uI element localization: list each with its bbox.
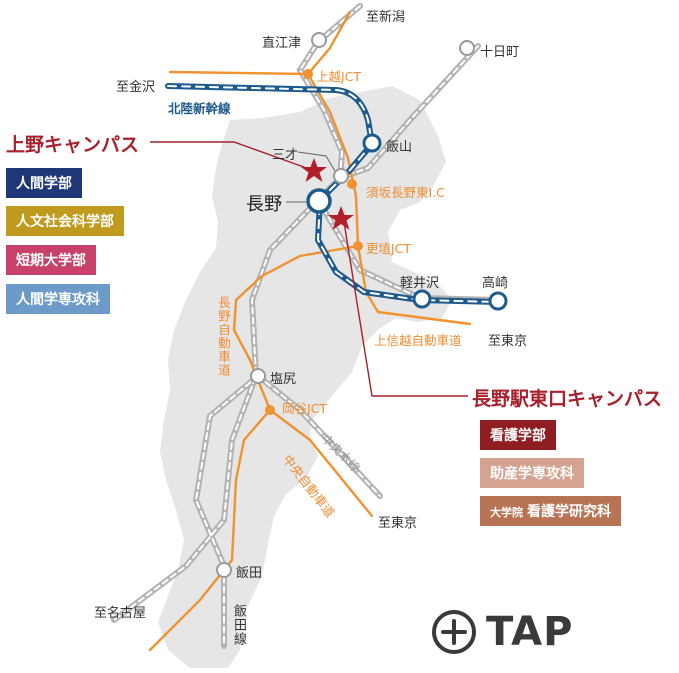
east-dept-nursing[interactable]: 看護学部 xyxy=(480,420,556,450)
label-iida: 飯田 xyxy=(236,566,263,581)
karuizawa-station-marker xyxy=(412,289,432,309)
label-iiyama: 飯山 xyxy=(386,140,413,155)
suzaka-ic-dot xyxy=(347,179,357,189)
ueno-dept-humanities-social-sciences[interactable]: 人文社会科学部 xyxy=(6,206,124,236)
ueno-dept-human-studies[interactable]: 人間学部 xyxy=(6,168,82,198)
tap-label: TAP xyxy=(486,609,574,655)
label-suzaka-ic: 須坂長野東I.C xyxy=(366,185,445,200)
hokuriku-shinkansen-line xyxy=(165,83,501,305)
label-nagano: 長野 xyxy=(246,194,282,215)
ueno-campus-title[interactable]: 上野キャンパス xyxy=(6,134,140,156)
campus-star-markers xyxy=(301,158,354,230)
label-shin-niigata: 至新潟 xyxy=(366,10,406,25)
prefecture-shape xyxy=(158,86,452,668)
tokamachi-station-marker xyxy=(459,40,475,56)
label-nagano-expressway: 長野自動車道 xyxy=(216,296,231,377)
junction-dots xyxy=(265,69,363,415)
iiyama-station-marker xyxy=(362,133,382,153)
plus-circle-icon xyxy=(432,610,476,654)
label-shiojiri: 塩尻 xyxy=(270,372,297,387)
tap-button[interactable]: TAP xyxy=(430,606,573,658)
okaya-jct-dot xyxy=(265,405,275,415)
iida-station-marker xyxy=(216,562,232,578)
campus-leader-lines xyxy=(150,141,468,397)
takasaki-station-marker xyxy=(488,291,508,311)
nagano-east-campus-title[interactable]: 長野駅東口キャンパス xyxy=(472,388,663,410)
label-joetsu-jct: 上越JCT xyxy=(316,69,362,84)
ueno-dept-human-studies-advanced[interactable]: 人間学専攻科 xyxy=(6,284,110,314)
nagano-station-marker xyxy=(306,188,332,214)
label-iida-line: 飯田線 xyxy=(231,604,246,646)
east-dept-graduate-nursing[interactable]: 大学院看護学研究科 xyxy=(480,496,621,526)
rail-lines xyxy=(111,3,501,649)
graduate-prefix: 大学院 xyxy=(490,506,523,519)
label-karuizawa: 軽井沢 xyxy=(400,276,440,291)
sansai-station-marker xyxy=(333,168,349,184)
label-to-tokyo-1: 至東京 xyxy=(488,334,528,349)
label-okaya-jct: 岡谷JCT xyxy=(282,401,328,416)
label-kanazawa: 至金沢 xyxy=(116,80,156,95)
station-leader-lines xyxy=(286,151,339,203)
label-hokuriku-shinkansen: 北陸新幹線 xyxy=(168,101,231,116)
label-joshinetsu-expressway: 上信越自動車道 xyxy=(374,333,462,348)
koshoku-jct-dot xyxy=(353,241,363,251)
label-takasaki: 高崎 xyxy=(482,276,509,291)
label-tokamachi: 十日町 xyxy=(480,45,520,60)
label-to-tokyo-2: 至東京 xyxy=(378,516,418,531)
ueno-dept-junior-college[interactable]: 短期大学部 xyxy=(6,245,96,275)
nagano-east-campus-star-icon xyxy=(328,206,354,230)
naoetsu-station-marker xyxy=(311,32,327,48)
joetsu-jct-dot xyxy=(303,69,313,79)
ueno-campus-star-icon xyxy=(301,158,327,182)
east-dept-midwifery[interactable]: 助産学専攻科 xyxy=(480,458,584,488)
shiojiri-station-marker xyxy=(250,368,266,384)
label-koshoku-jct: 更埴JCT xyxy=(366,241,412,256)
label-naoetsu: 直江津 xyxy=(262,36,302,51)
label-sansai: 三才 xyxy=(272,148,299,163)
graduate-name: 看護学研究科 xyxy=(527,504,611,520)
label-to-nagoya: 至名古屋 xyxy=(94,606,147,621)
expressways xyxy=(148,10,472,652)
station-markers xyxy=(216,32,508,578)
